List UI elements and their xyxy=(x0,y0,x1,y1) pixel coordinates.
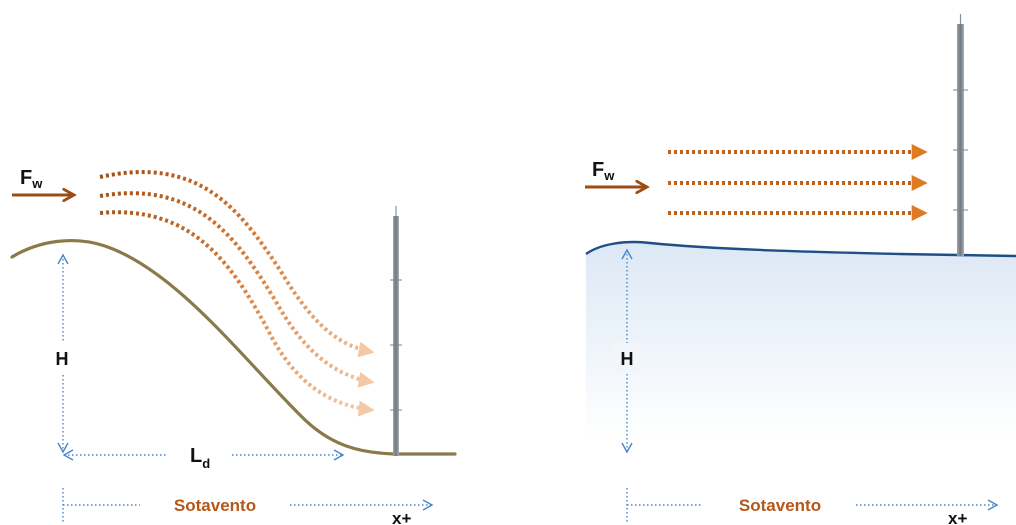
zone-label: Sotavento xyxy=(174,496,256,515)
force-subscript: w xyxy=(603,168,615,183)
flow-line xyxy=(99,191,375,388)
wind-flow-lines xyxy=(99,170,375,417)
svg-text:Fw: Fw xyxy=(592,159,615,183)
svg-text:Ld: Ld xyxy=(190,445,210,471)
sea-surface xyxy=(585,240,1016,258)
force-label: F xyxy=(20,167,32,189)
right-panel: Fw H Sotavento x+ xyxy=(585,14,1016,525)
tower-left xyxy=(390,206,402,456)
sea-body xyxy=(586,242,1016,440)
zone-label: Sotavento xyxy=(739,496,821,515)
flow-line xyxy=(99,210,375,417)
left-panel: Fw H Ld Sotavento x+ xyxy=(10,167,457,525)
tower-right xyxy=(953,14,968,256)
flow-line xyxy=(99,170,375,358)
force-label: F xyxy=(592,159,604,181)
force-subscript: w xyxy=(31,176,43,191)
height-label: H xyxy=(621,349,634,369)
axis-label: x+ xyxy=(392,509,411,525)
distance-subscript: d xyxy=(202,456,210,471)
hill-profile xyxy=(10,239,457,456)
height-label: H xyxy=(56,349,69,369)
distance-label: L xyxy=(190,445,202,467)
wind-flow-lines xyxy=(668,144,928,221)
svg-text:Fw: Fw xyxy=(20,167,43,191)
axis-label: x+ xyxy=(948,509,967,525)
